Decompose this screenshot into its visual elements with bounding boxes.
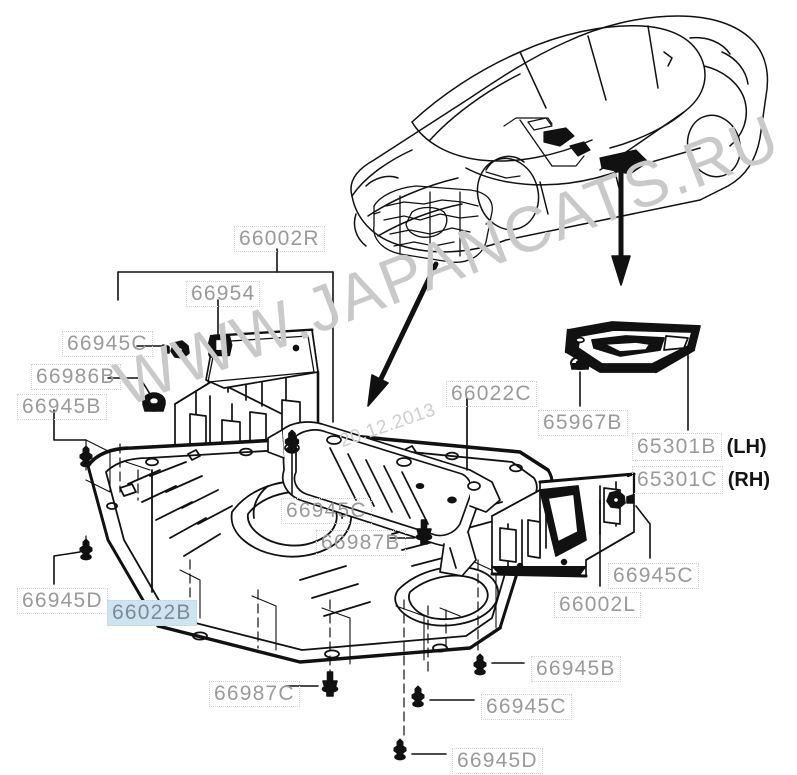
- part-label-66022c[interactable]: 66022C: [446, 381, 537, 408]
- part-65301-bracket: [564, 321, 701, 374]
- arrow-down-left: [367, 261, 439, 407]
- part-label-66954[interactable]: 66954: [186, 281, 261, 308]
- part-label-66945c[interactable]: 66945C: [608, 563, 699, 590]
- part-label-66002l[interactable]: 66002L: [554, 592, 642, 619]
- part-label-65967b[interactable]: 65967B: [538, 410, 628, 437]
- part-label-66986b[interactable]: 66986B: [31, 364, 121, 391]
- part-66945c-clip-3: [606, 490, 634, 509]
- part-label-66022b[interactable]: 66022B: [107, 600, 197, 627]
- part-66022c-brace: [267, 421, 501, 577]
- part-label-66945b[interactable]: 66945B: [531, 656, 621, 683]
- part-label-66002r[interactable]: 66002R: [234, 226, 325, 253]
- part-side-text: (RH): [727, 469, 770, 491]
- part-66945c-clip-1: [162, 340, 190, 359]
- part-label-66945c[interactable]: 66945C: [481, 694, 572, 721]
- part-label-66945d[interactable]: 66945D: [452, 748, 543, 775]
- part-label-66945d[interactable]: 66945D: [17, 588, 108, 615]
- leader-66945d-1: [53, 551, 81, 585]
- part-label-66945c[interactable]: 66945C: [281, 498, 372, 525]
- car-underbody-cover-ghost: [373, 185, 493, 263]
- part-label-65301c[interactable]: 65301C(RH): [632, 466, 770, 494]
- part-side-text: (LH): [726, 436, 767, 458]
- part-66986b-grommet: [142, 392, 166, 412]
- part-label-66987c[interactable]: 66987C: [209, 681, 300, 708]
- part-label-65301b[interactable]: 65301B(LH): [632, 433, 767, 461]
- leader-66002r: [117, 248, 334, 423]
- part-66002l-side-shield: [490, 472, 636, 578]
- arrow-down-right: [611, 167, 631, 286]
- part-66954-clip: [207, 334, 233, 357]
- part-label-66945b[interactable]: 66945B: [17, 394, 107, 421]
- part-number-text: 65301C: [632, 466, 723, 494]
- car-floor-shield-ghosts: [485, 117, 649, 179]
- car-body-outline: [350, 15, 769, 253]
- part-label-66945c[interactable]: 66945C: [62, 331, 153, 358]
- part-label-66987b[interactable]: 66987B: [316, 530, 406, 557]
- part-number-text: 65301B: [632, 433, 722, 461]
- leader-66986b: [107, 377, 151, 395]
- leader-66945c-3: [635, 505, 651, 559]
